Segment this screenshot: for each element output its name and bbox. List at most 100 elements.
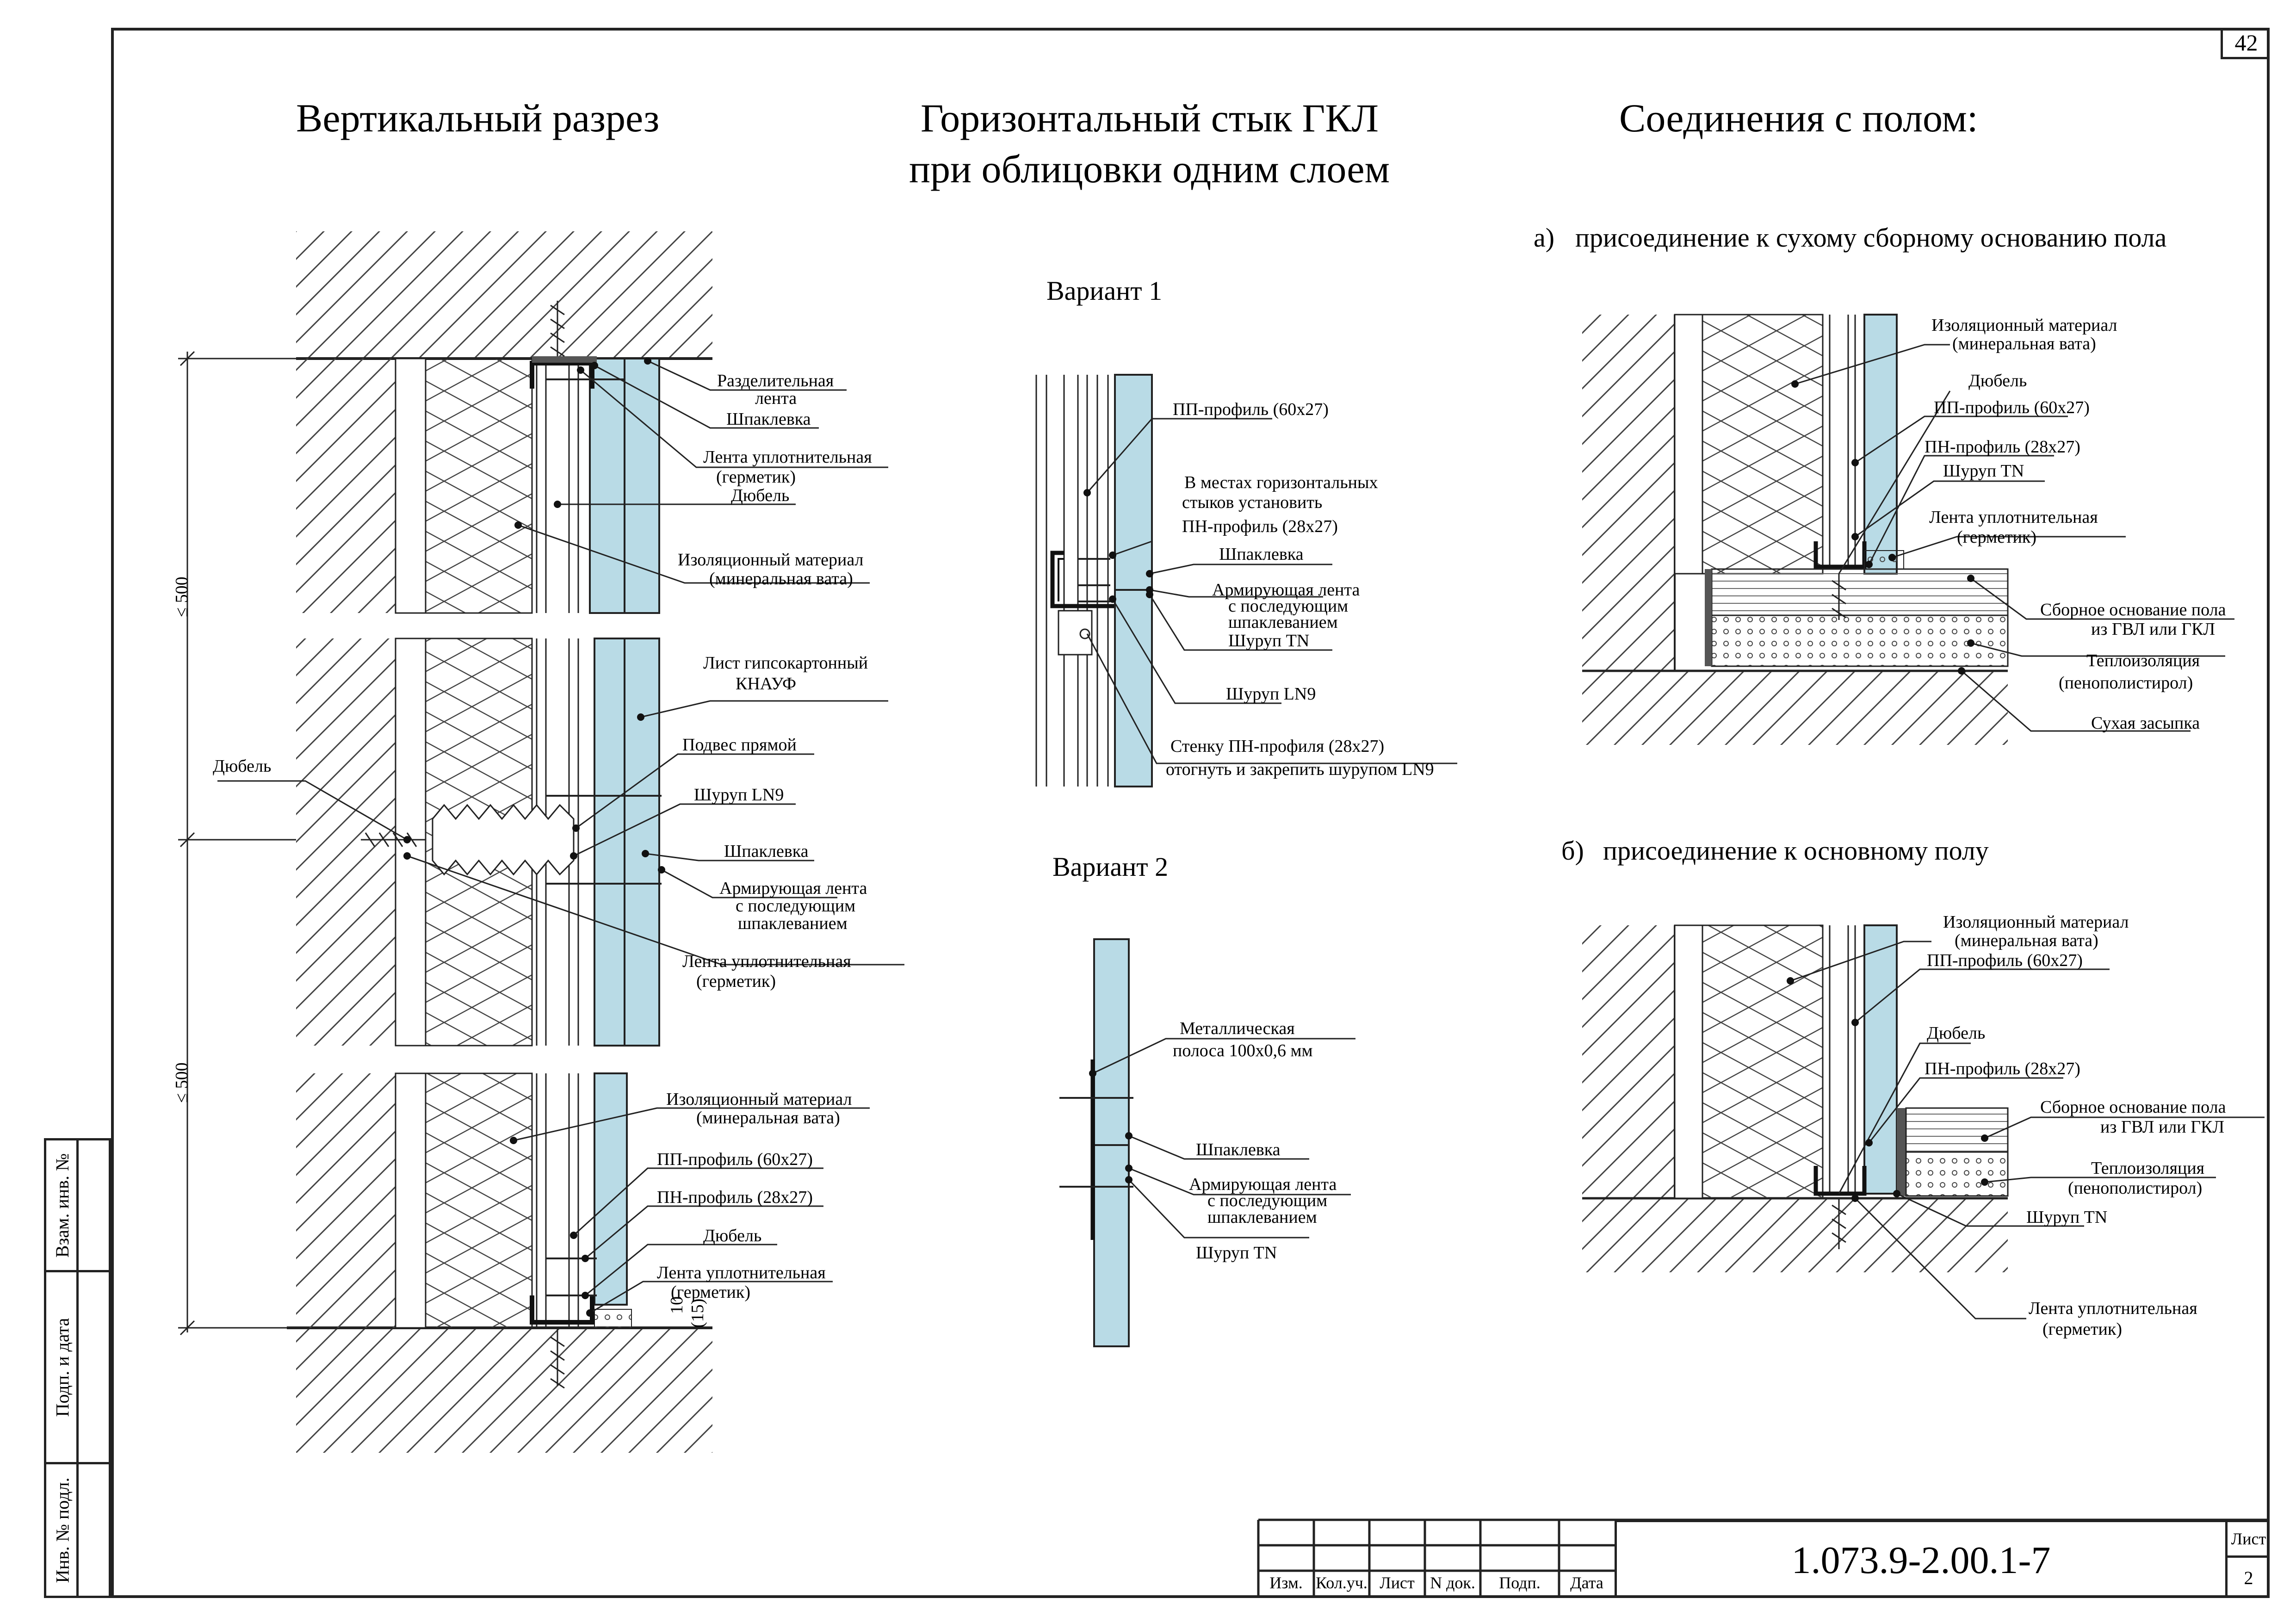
floor-slab bbox=[296, 1328, 712, 1453]
fb-label-screw-tn: Шуруп TN bbox=[2026, 1208, 2107, 1227]
label-seal-tape-mid-1: Лента уплотнительная bbox=[682, 952, 851, 971]
label-gkl-1: Лист гипсокартонный bbox=[703, 653, 868, 673]
fa-label-screw-tn: Шуруп TN bbox=[1943, 461, 2024, 481]
fb-label-insulation-2: (минеральная вата) bbox=[1955, 931, 2098, 950]
fb-label-base-1: Сборное основание пола bbox=[2040, 1097, 2226, 1117]
v1-label-reinf-3: шпаклеванием bbox=[1228, 613, 1338, 632]
variant1-gkl bbox=[1114, 374, 1153, 787]
fb-label-thermal-1: Теплоизоляция bbox=[2091, 1158, 2204, 1178]
v2-label-strip-1: Металлическая bbox=[1180, 1019, 1295, 1038]
label-seal-tape-top-1: Лента уплотнительная bbox=[703, 447, 872, 467]
gkl-sheet-mid-2 bbox=[624, 638, 660, 1047]
fa-label-seal-2: (герметик) bbox=[1957, 527, 2036, 547]
fa-label-thermal-1: Теплоизоляция bbox=[2086, 651, 2200, 670]
label-seal-tape-mid-2: (герметик) bbox=[696, 972, 776, 991]
fa-label-dry-fill: Сухая засыпка bbox=[2091, 713, 2200, 733]
dim-bottom-10: 10 bbox=[667, 1296, 687, 1314]
fa-label-insulation-1: Изоляционный материал bbox=[1931, 316, 2117, 335]
subtitle-variant2: Вариант 2 bbox=[1052, 852, 1169, 882]
subtitle-floor-a-marker: а) bbox=[1534, 223, 1555, 253]
label-dowel-bot: Дюбель bbox=[703, 1226, 761, 1245]
floor-a-insulation bbox=[1702, 314, 1824, 575]
subtitle-floor-b-marker: б) bbox=[1561, 836, 1584, 866]
title-vertical-section: Вертикальный разрез bbox=[296, 96, 660, 140]
tb-header-izm: Изм. bbox=[1269, 1573, 1303, 1592]
v1-label-screw-ln9: Шуруп LN9 bbox=[1226, 684, 1316, 704]
v1-label-horiz-2: стыков установить bbox=[1182, 493, 1322, 512]
sheet-corner-number: 42 bbox=[2221, 28, 2270, 59]
v2-label-reinf-3: шпаклеванием bbox=[1207, 1208, 1317, 1227]
wall-segment-2 bbox=[296, 638, 396, 1046]
tb-sheet-label: Лист bbox=[2228, 1522, 2270, 1558]
fa-label-dowel: Дюбель bbox=[1968, 371, 2027, 390]
label-seal-tape-bot-1: Лента уплотнительная bbox=[657, 1263, 826, 1282]
label-seal-tape-bot-2: (герметик) bbox=[671, 1282, 750, 1302]
fb-label-base-2: из ГВЛ или ГКЛ bbox=[2100, 1117, 2224, 1137]
v2-label-reinf-2: с последующим bbox=[1207, 1191, 1327, 1210]
variant2-gkl bbox=[1093, 938, 1130, 1347]
label-hanger: Подвес прямой bbox=[682, 735, 797, 755]
variant2-drawing: Металлическая полоса 100х0,6 мм Шпаклевк… bbox=[1059, 938, 1355, 1347]
insulation-bottom bbox=[425, 1072, 533, 1329]
label-reinf-tape-1: Армирующая лента bbox=[719, 879, 867, 898]
fb-label-insulation-1: Изоляционный материал bbox=[1943, 912, 2129, 932]
v1-label-bend-1: Стенку ПН-профиля (28х27) bbox=[1170, 737, 1384, 756]
label-gkl-2: КНАУФ bbox=[736, 674, 796, 694]
fa-label-insulation-2: (минеральная вата) bbox=[1952, 334, 2096, 353]
label-insulation-top-2: (минеральная вата) bbox=[709, 569, 853, 588]
insulation-top bbox=[425, 358, 533, 614]
v1-label-screw-tn: Шуруп TN bbox=[1228, 631, 1309, 650]
v1-label-bend-2: отогнуть и закрепить шурупом LN9 bbox=[1166, 760, 1434, 779]
v1-label-pp-profile: ПП-профиль (60х27) bbox=[1173, 400, 1329, 419]
v2-label-strip-2: полоса 100х0,6 мм bbox=[1173, 1041, 1313, 1060]
label-reinf-tape-3: шпаклеванием bbox=[738, 914, 848, 933]
label-putty-top: Шпаклевка bbox=[726, 409, 811, 429]
fb-label-thermal-2: (пенополистирол) bbox=[2068, 1178, 2202, 1198]
title-floor-connections: Соединения с полом: bbox=[1619, 96, 1978, 140]
label-reinf-tape-2: с последующим bbox=[736, 896, 855, 916]
dim-bottom-15: (15) bbox=[688, 1299, 707, 1328]
v1-label-reinf-1: Армирующая лента bbox=[1212, 580, 1360, 600]
subtitle-variant1: Вариант 1 bbox=[1046, 276, 1163, 306]
tb-header-list: Лист bbox=[1380, 1573, 1415, 1592]
gkl-sheet-top-1 bbox=[589, 358, 625, 614]
side-stamp-inv: Инв. № подл. bbox=[44, 1462, 111, 1598]
label-putty-mid: Шпаклевка bbox=[724, 842, 809, 861]
label-dowel-left: Дюбель bbox=[213, 756, 271, 776]
gkl-sheet-mid-1 bbox=[594, 638, 625, 1047]
floor-a-drawing: Изоляционный материал (минеральная вата)… bbox=[1582, 314, 2234, 745]
fb-label-dowel: Дюбель bbox=[1927, 1023, 1985, 1043]
title-block: Изм. Кол.уч. Лист N док. Подп. Дата 1.07… bbox=[1258, 1520, 2270, 1598]
label-insulation-bot-1: Изоляционный материал bbox=[666, 1090, 852, 1109]
wall-segment-1 bbox=[296, 359, 396, 613]
gkl-sheet-top-2 bbox=[624, 358, 660, 614]
label-pn-profile: ПН-профиль (28х27) bbox=[657, 1188, 813, 1207]
fa-label-base-2: из ГВЛ или ГКЛ bbox=[2091, 619, 2215, 639]
v1-label-horiz-3: ПН-профиль (28х27) bbox=[1182, 517, 1338, 536]
fb-label-pn-profile: ПН-профиль (28х27) bbox=[1925, 1059, 2080, 1078]
fa-label-base-1: Сборное основание пола bbox=[2040, 600, 2226, 619]
v2-label-reinf-1: Армирующая лента bbox=[1189, 1175, 1337, 1194]
title-horizontal-joint-1: Горизонтальный стык ГКЛ bbox=[921, 96, 1379, 140]
label-sep-tape-2: лента bbox=[755, 389, 797, 408]
tb-header-ndok: N док. bbox=[1430, 1573, 1475, 1592]
drawing-frame bbox=[111, 28, 2270, 1598]
v2-label-putty: Шпаклевка bbox=[1196, 1140, 1281, 1159]
label-seal-tape-top-2: (герметик) bbox=[716, 467, 796, 487]
fb-label-pp-profile: ПП-профиль (60х27) bbox=[1927, 951, 2083, 970]
floor-b-gkl bbox=[1863, 924, 1898, 1195]
floor-b-insulation bbox=[1702, 924, 1824, 1199]
label-sep-tape-1: Разделительная bbox=[717, 371, 834, 390]
label-insulation-top-1: Изоляционный материал bbox=[678, 550, 864, 570]
ceiling-slab bbox=[296, 231, 712, 359]
floor-a-gkl bbox=[1863, 314, 1898, 575]
fa-label-seal-1: Лента уплотнительная bbox=[1929, 508, 2098, 527]
tb-header-koluch: Кол.уч. bbox=[1316, 1573, 1368, 1592]
dim-le500-1: ≤ 500 bbox=[172, 576, 192, 617]
label-screw-ln9: Шуруп LN9 bbox=[694, 785, 784, 805]
subtitle-floor-a: присоединение к сухому сборному основани… bbox=[1575, 223, 2167, 253]
vertical-section: ≤ 500 ≤ 500 10 (15) bbox=[172, 231, 904, 1453]
fb-label-seal-2: (герметик) bbox=[2042, 1319, 2122, 1339]
tb-header-podp: Подп. bbox=[1499, 1573, 1541, 1592]
